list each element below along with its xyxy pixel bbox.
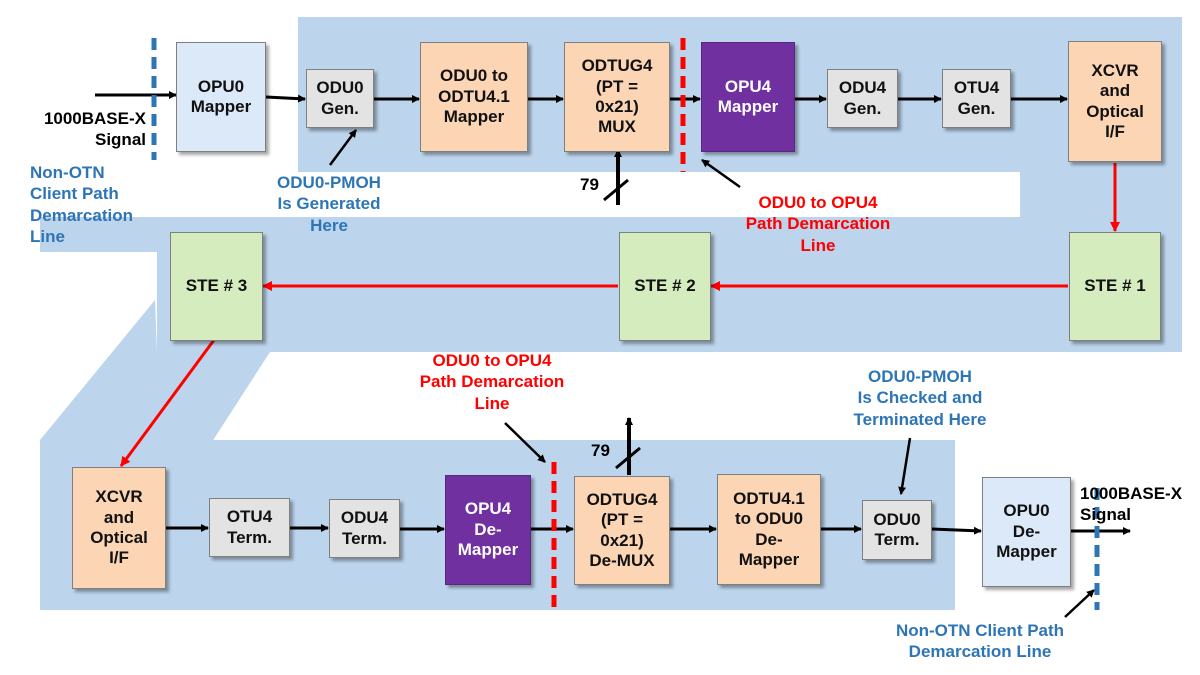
tributary-count-top: 79 bbox=[580, 175, 599, 194]
opu4-demapper-box: OPU4 De- Mapper bbox=[445, 475, 531, 585]
arrow-ste3-to-xcvr bbox=[119, 339, 216, 467]
odu0-to-odtu41-mapper-box: ODU0 to ODTU4.1 Mapper bbox=[420, 42, 528, 152]
otu4-term-box: OTU4 Term. bbox=[209, 498, 290, 557]
opu0-demapper-box: OPU0 De- Mapper bbox=[982, 477, 1071, 587]
tributary-slash-bottom bbox=[615, 446, 641, 470]
odu0-term-box: ODU0 Term. bbox=[862, 500, 932, 560]
arrow-odu0-to-opu0 bbox=[931, 526, 982, 535]
pointer-path-demarc-bottom bbox=[504, 422, 546, 463]
pointer-pmoh-checked bbox=[898, 437, 912, 495]
odtug4-demux-box: ODTUG4 (PT = 0x21) De-MUX bbox=[574, 476, 670, 585]
pointer-non-otn-right bbox=[1064, 589, 1095, 618]
non-otn-demarcation-label-left: Non-OTN Client Path Demarcation Line bbox=[30, 163, 133, 246]
ste3-box: STE # 3 bbox=[170, 232, 263, 341]
odu0-gen-box: ODU0 Gen. bbox=[306, 69, 374, 128]
odu4-gen-box: ODU4 Gen. bbox=[827, 69, 898, 128]
odtug4-mux-box: ODTUG4 (PT = 0x21) MUX bbox=[564, 42, 670, 152]
ste1-box: STE # 1 bbox=[1069, 232, 1161, 341]
ste2-box: STE # 2 bbox=[619, 232, 711, 341]
xcvr-optical-if-top-box: XCVR and Optical I/F bbox=[1068, 41, 1162, 162]
opu0-mapper-box: OPU0 Mapper bbox=[176, 42, 266, 152]
non-otn-demarcation-label-right: Non-OTN Client Path Demarcation Line bbox=[895, 621, 1065, 662]
pointer-path-demarc-top bbox=[701, 158, 741, 189]
pmoh-checked-label: ODU0-PMOH Is Checked and Terminated Here bbox=[853, 367, 987, 429]
odu4-term-box: ODU4 Term. bbox=[329, 499, 400, 558]
arrow-opu0-to-odu0 bbox=[265, 94, 306, 103]
path-demarcation-label-top: ODU0 to OPU4 Path Demarcation Line bbox=[745, 193, 891, 255]
signal-in-label: 1000BASE-X Signal bbox=[43, 109, 146, 150]
signal-out-label: 1000BASE-X Signal bbox=[1080, 484, 1183, 525]
pointer-pmoh-generated bbox=[328, 129, 358, 166]
tributary-count-bottom: 79 bbox=[591, 441, 610, 460]
diagonal-band bbox=[40, 300, 270, 445]
opu4-mapper-box: OPU4 Mapper bbox=[701, 42, 795, 152]
pmoh-generated-label: ODU0-PMOH Is Generated Here bbox=[277, 173, 381, 235]
otu4-gen-box: OTU4 Gen. bbox=[942, 69, 1011, 128]
xcvr-optical-if-bottom-box: XCVR and Optical I/F bbox=[72, 467, 166, 589]
odtu41-to-odu0-demapper-box: ODTU4.1 to ODU0 De- Mapper bbox=[717, 474, 821, 585]
path-demarcation-label-bottom: ODU0 to OPU4 Path Demarcation Line bbox=[419, 351, 565, 413]
tributary-slash-top bbox=[603, 178, 629, 202]
